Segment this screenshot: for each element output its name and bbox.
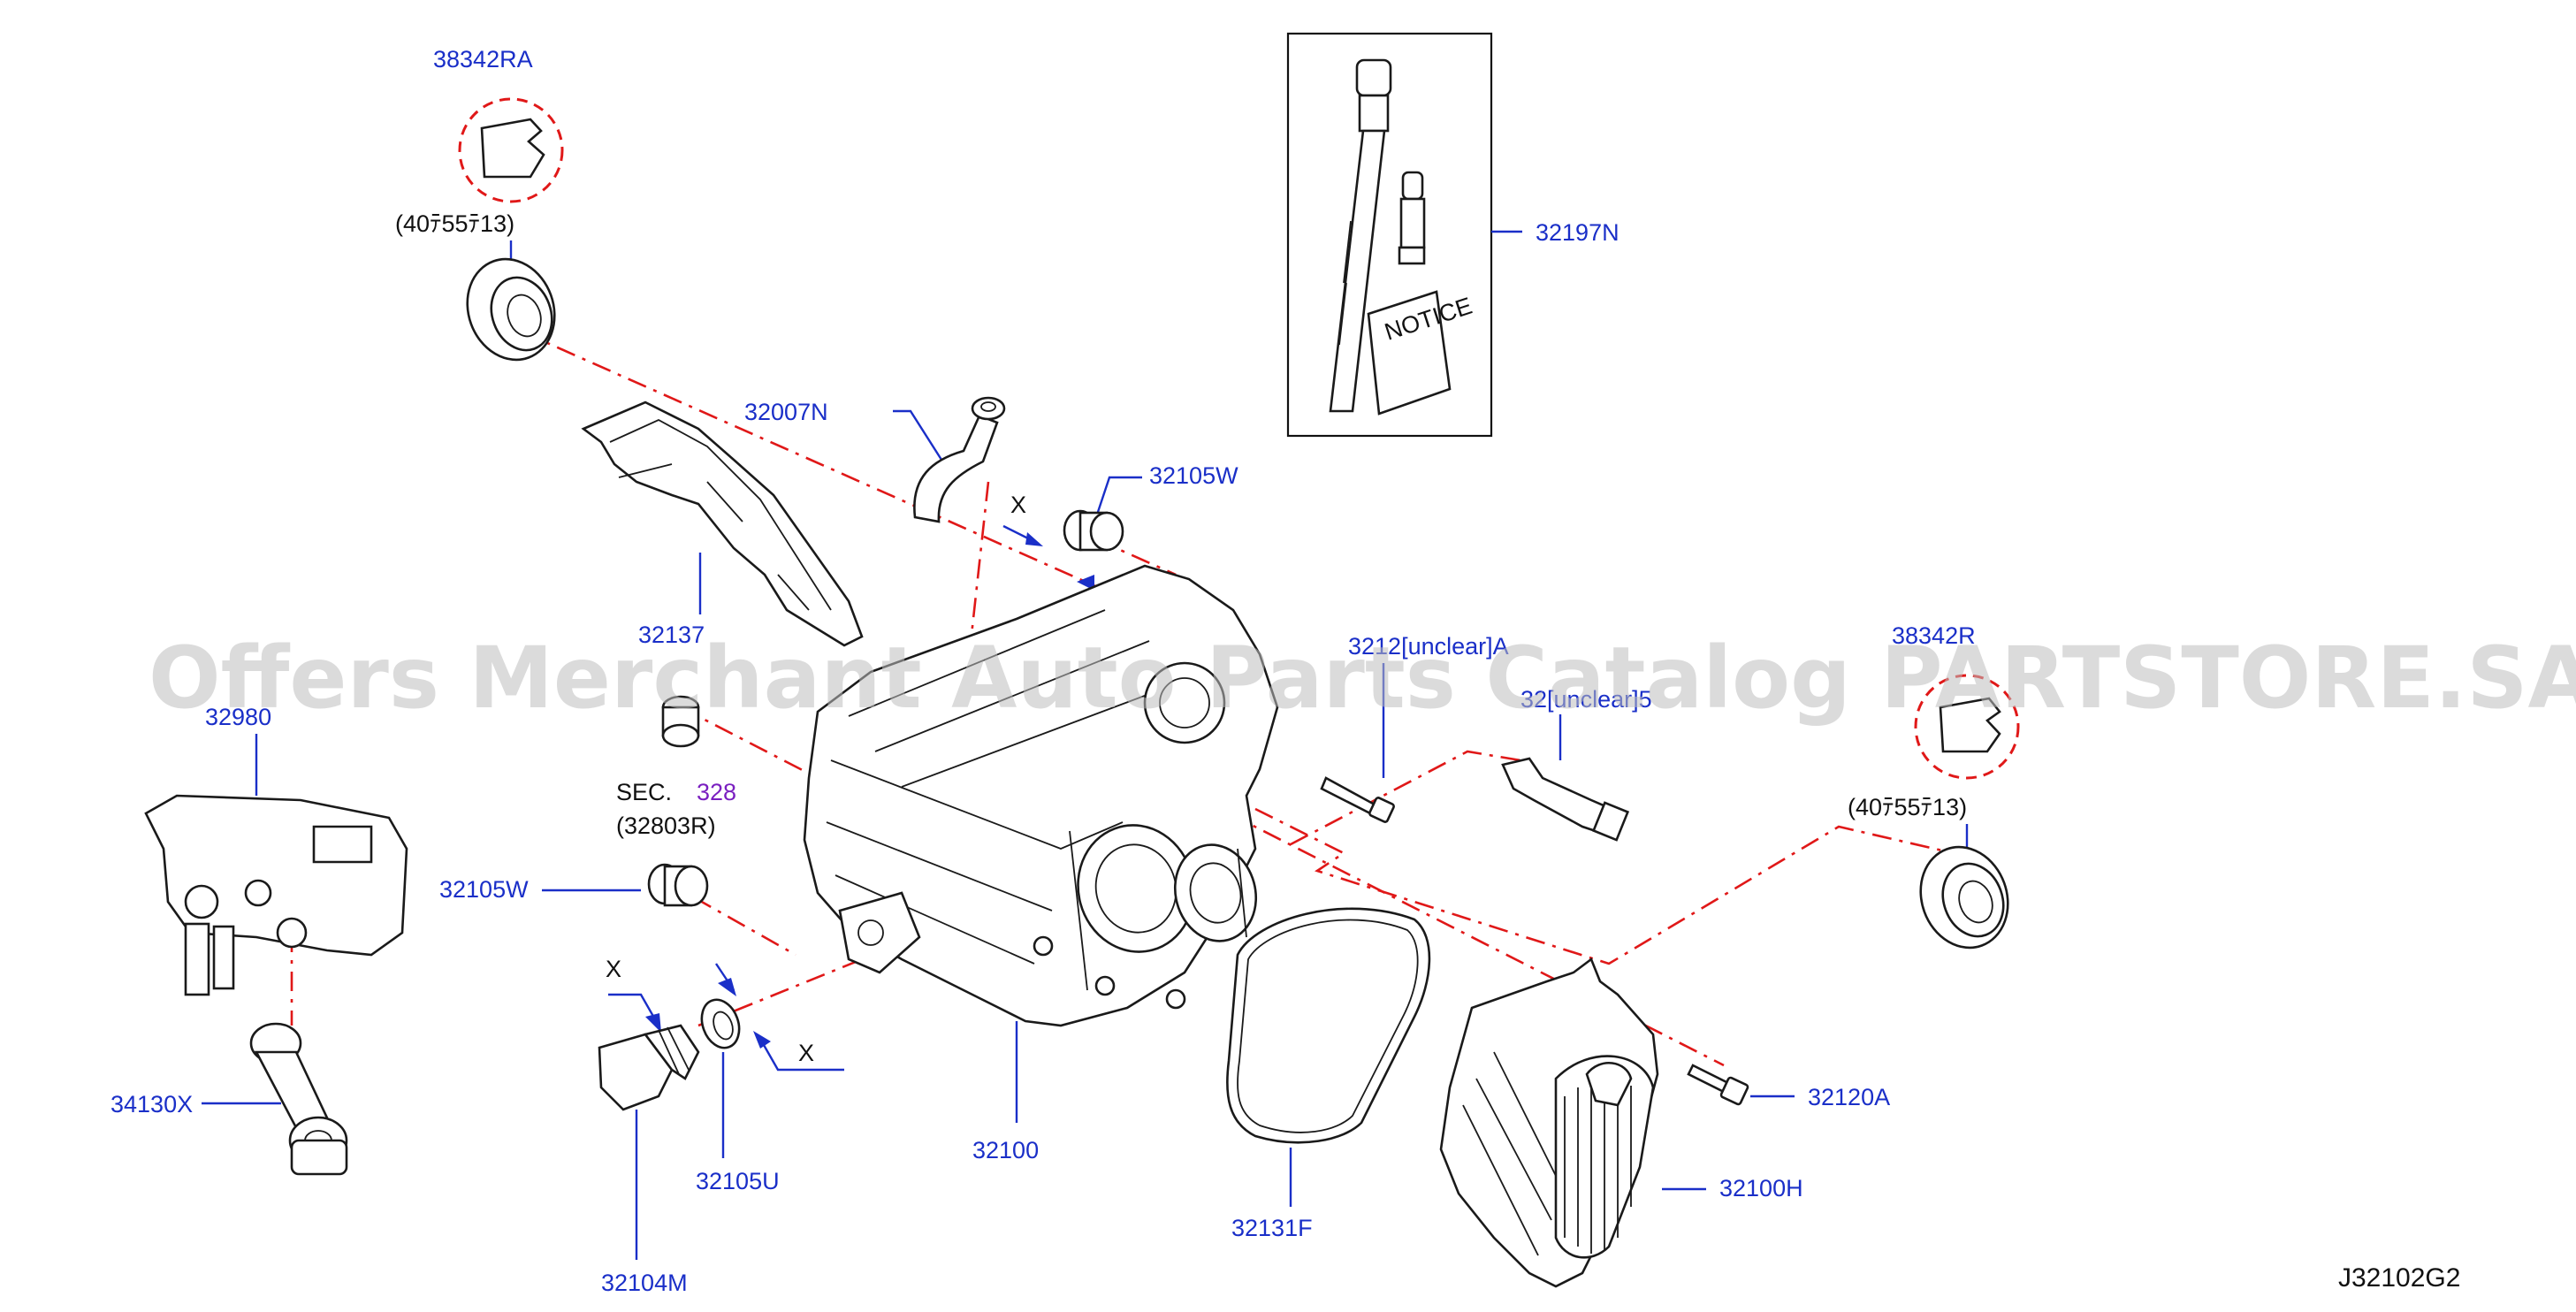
diagram-code: J32102G2 [2338, 1263, 2460, 1293]
centerlines [290, 330, 1955, 1067]
drain-plug-32104M [598, 1024, 700, 1111]
centerline-drain [697, 949, 885, 1027]
label-32120A: 32120A [1808, 1084, 1890, 1110]
label-38342RA: 38342RA [433, 46, 533, 72]
housing-cover-32100H [1439, 957, 1659, 1288]
x-mark-left: X [606, 956, 621, 982]
leader-32007N [893, 409, 943, 461]
breather-tube-32007N [913, 396, 1006, 523]
label-32105W-left: 32105W [439, 876, 529, 903]
guide-bracket-32137 [581, 400, 864, 647]
arrow-icon [645, 1013, 661, 1033]
seal-detail-circle-top [458, 97, 564, 203]
label-sec: SEC. [616, 779, 672, 805]
oil-seal-right [1919, 845, 2009, 950]
label-32105W-top: 32105W [1149, 462, 1238, 489]
arrow-icon [1025, 532, 1043, 546]
bushing-32105W-top [1063, 509, 1124, 552]
x-mark-right: X [798, 1040, 814, 1066]
centerline-sec328 [680, 706, 956, 851]
label-seal-size-right: (40ﾃ55ﾃ13) [1848, 794, 1967, 820]
label-34130X: 34130X [111, 1091, 193, 1117]
bolt-32120A-mid [1320, 776, 1395, 823]
seal-detail-circle-right [1914, 674, 2020, 780]
label-32197N: 32197N [1536, 219, 1620, 246]
label-32007N: 32007N [744, 399, 828, 425]
bushing-sec328 [661, 695, 700, 748]
centerline-bolt-32120A [1228, 812, 1725, 1067]
gasket-32131F [1226, 907, 1431, 1144]
label-32980: 32980 [205, 704, 271, 730]
label-sec-ref: (32803R) [616, 812, 716, 839]
dipstick-kit-box [1286, 32, 1493, 438]
x-mark-top: X [1010, 492, 1026, 518]
leader-32105W-top [1094, 476, 1142, 518]
arrow-icon [718, 978, 736, 996]
centerline-32105W-left [693, 896, 796, 957]
seal-section-icon-top [480, 118, 545, 179]
seal-section-icon-right [1939, 697, 2001, 753]
label-seal-size-top: (40ﾃ55ﾃ13) [395, 210, 514, 237]
centerline-right-seal [1254, 807, 1955, 965]
transmission-case-32100 [803, 564, 1279, 1027]
label-32137: 32137 [638, 622, 705, 648]
washer-32105U [700, 998, 741, 1049]
watermark-text: Offers Merchant Auto Parts Catalog PARTS… [149, 629, 2576, 728]
label-32104M: 32104M [601, 1270, 688, 1296]
label-32100H: 32100H [1719, 1175, 1803, 1201]
label-32105U: 32105U [696, 1168, 780, 1194]
oil-seal-top [466, 257, 556, 362]
dim-arrow-washer-b [758, 1038, 844, 1072]
notice-leaflet [1367, 290, 1452, 416]
label-38342R: 38342R [1892, 622, 1976, 649]
label-switch: 32[unclear]5 [1520, 686, 1652, 713]
sec-link-328[interactable]: 328 [697, 779, 736, 805]
arrow-icon [753, 1031, 771, 1049]
centerline-switch [1290, 750, 1521, 846]
bushing-32105W-left [647, 863, 709, 907]
switch-sensor [1501, 757, 1630, 842]
bracket-32980 [144, 794, 408, 996]
label-32100: 32100 [972, 1137, 1039, 1163]
label-32120A-mid: 3212[unclear]A [1348, 633, 1509, 660]
label-32131F: 32131F [1231, 1215, 1313, 1241]
link-34130X [249, 1022, 348, 1176]
dipstick-32197N: NOTICE [1329, 58, 1475, 416]
arrow-icon [1077, 575, 1094, 591]
centerline-oil-seal-top [521, 330, 1150, 612]
bolt-32120A-lower [1687, 1064, 1749, 1106]
